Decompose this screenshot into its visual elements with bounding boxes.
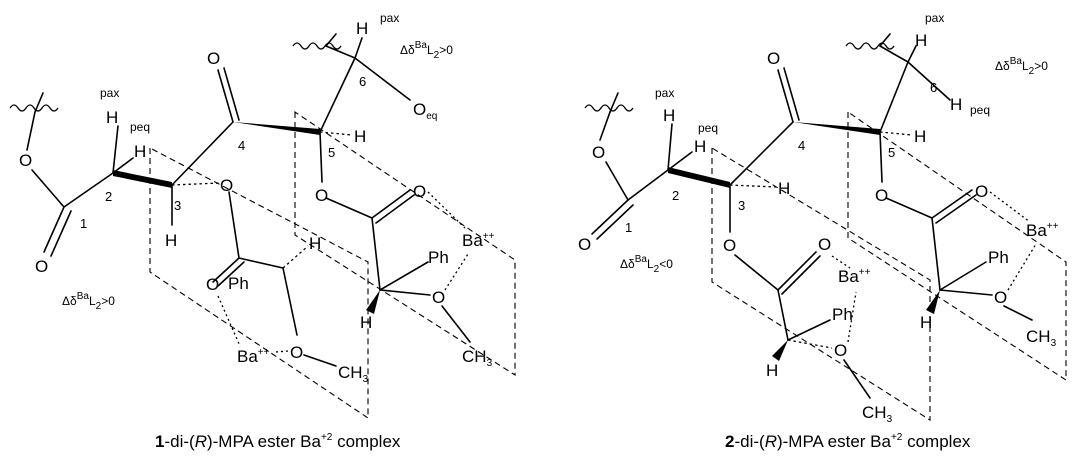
atom-h-peq-2-2: H xyxy=(694,137,706,156)
atom-o-carbonyl-mpa1: O xyxy=(206,275,219,294)
atom-ba-2-2: Ba++ xyxy=(1026,221,1059,240)
wavy-bond-4 xyxy=(845,42,895,50)
plane-1b xyxy=(294,110,516,377)
atom-h-pax-2-2: H xyxy=(663,106,675,125)
plane-1a xyxy=(149,147,369,420)
atom-o-5: O xyxy=(315,186,328,205)
atom-ch3-1: CH3 xyxy=(338,363,369,385)
carbon-number-6: 6 xyxy=(359,74,366,89)
atom-o-2-5: O xyxy=(875,186,888,205)
atom-ph-2-mpa1: Ph xyxy=(832,305,853,324)
atom-o-2-3: O xyxy=(723,236,736,255)
wavy-bond-1 xyxy=(9,104,59,112)
atom-ba-2: Ba++ xyxy=(462,231,495,250)
carbon-number-2-6: 6 xyxy=(930,80,937,95)
label-pax-2-2: pax xyxy=(655,86,674,100)
atom-o-ester: O xyxy=(19,151,32,170)
atom-h-pax-6: H xyxy=(356,19,368,38)
atom-o-carbonyl-mpa2: O xyxy=(413,182,426,201)
atom-h-peq-2: H xyxy=(134,142,146,161)
atom-o-carbonyl-2-mpa1: O xyxy=(818,235,831,254)
plane-2b xyxy=(847,110,1067,382)
atom-h-2-5: H xyxy=(914,127,926,146)
atom-ba-1: Ba++ xyxy=(237,347,270,366)
atom-o-methoxy-2: O xyxy=(432,288,445,307)
atom-h-2-3: H xyxy=(778,179,790,198)
label-peq-2-6: peq xyxy=(970,103,990,117)
caption-2: 2-di-(R)-MPA ester Ba+2 complex xyxy=(725,432,971,451)
atom-h-mpa1: H xyxy=(309,234,321,253)
structure-2: O O 1 2 H pax H peq 3 H O 4 O 5 xyxy=(578,11,1067,451)
delta-label-2-bottom: ΔδBaL2<0 xyxy=(620,254,673,275)
atom-ch3-2-1: CH3 xyxy=(862,403,893,425)
atom-o-carbonyl-2-1: O xyxy=(578,235,591,254)
delta-label-1-bottom: ΔδBaL2>0 xyxy=(62,291,115,312)
label-pax-2: pax xyxy=(100,86,119,100)
atom-h-2-mpa2: H xyxy=(920,313,932,332)
carbon-number-2-1: 1 xyxy=(625,220,632,235)
delta-label-2-top: ΔδBaL2>0 xyxy=(995,56,1048,77)
atom-o-ester-2: O xyxy=(592,143,605,162)
atom-ba-2-1: Ba++ xyxy=(838,267,871,286)
plane-2a xyxy=(711,147,931,421)
carbon-number-5: 5 xyxy=(328,145,335,160)
atom-o-carbonyl-1: O xyxy=(35,257,48,276)
carbon-number-3: 3 xyxy=(174,198,181,213)
atom-h-2-mpa1: H xyxy=(766,361,778,380)
carbon-number-2-2: 2 xyxy=(672,188,679,203)
label-peq-2: peq xyxy=(130,120,150,134)
carbon-number-2-5: 5 xyxy=(888,145,895,160)
carbon-number-2-4: 4 xyxy=(798,138,805,153)
atom-o-3: O xyxy=(220,176,233,195)
atom-ph-mpa1: Ph xyxy=(228,274,249,293)
wavy-bond-2 xyxy=(292,42,342,50)
carbon-number-1: 1 xyxy=(80,216,87,231)
atom-ph-mpa2: Ph xyxy=(428,248,449,267)
atom-ch3-2: CH3 xyxy=(462,347,493,369)
atom-h-pax-2: H xyxy=(106,108,118,127)
atom-h-3: H xyxy=(165,231,177,250)
caption-1: 1-di-(R)-MPA ester Ba+2 complex xyxy=(155,432,401,451)
label-pax-2-6: pax xyxy=(925,11,944,25)
carbon-number-2: 2 xyxy=(105,189,112,204)
atom-o-peq-6: Oeq xyxy=(413,100,437,122)
label-pax-6: pax xyxy=(380,11,399,25)
atom-o-carbonyl-4: O xyxy=(207,49,220,68)
wavy-bond-3 xyxy=(584,104,634,112)
delta-label-1-top: ΔδBaL2>0 xyxy=(400,40,453,61)
atom-h-peq-2-6: H xyxy=(950,95,962,114)
atom-h-5: H xyxy=(354,127,366,146)
atom-o-2-methoxy-1: O xyxy=(834,341,847,360)
atom-o-carbonyl-2-4: O xyxy=(767,49,780,68)
structure-1: O O 1 2 H pax H peq 3 H O 4 O 5 xyxy=(9,11,516,451)
atom-h-pax-2-6: H xyxy=(915,31,927,50)
atom-o-methoxy-1: O xyxy=(290,343,303,362)
atom-ch3-2-2: CH3 xyxy=(1026,327,1057,349)
atom-ph-2-mpa2: Ph xyxy=(988,248,1009,267)
carbon-number-4: 4 xyxy=(238,138,245,153)
atom-h-mpa2: H xyxy=(360,313,372,332)
carbon-number-2-3: 3 xyxy=(738,198,745,213)
label-peq-2-2: peq xyxy=(698,121,718,135)
atom-o-carbonyl-2-mpa2: O xyxy=(975,182,988,201)
atom-o-2-methoxy-2: O xyxy=(994,288,1007,307)
